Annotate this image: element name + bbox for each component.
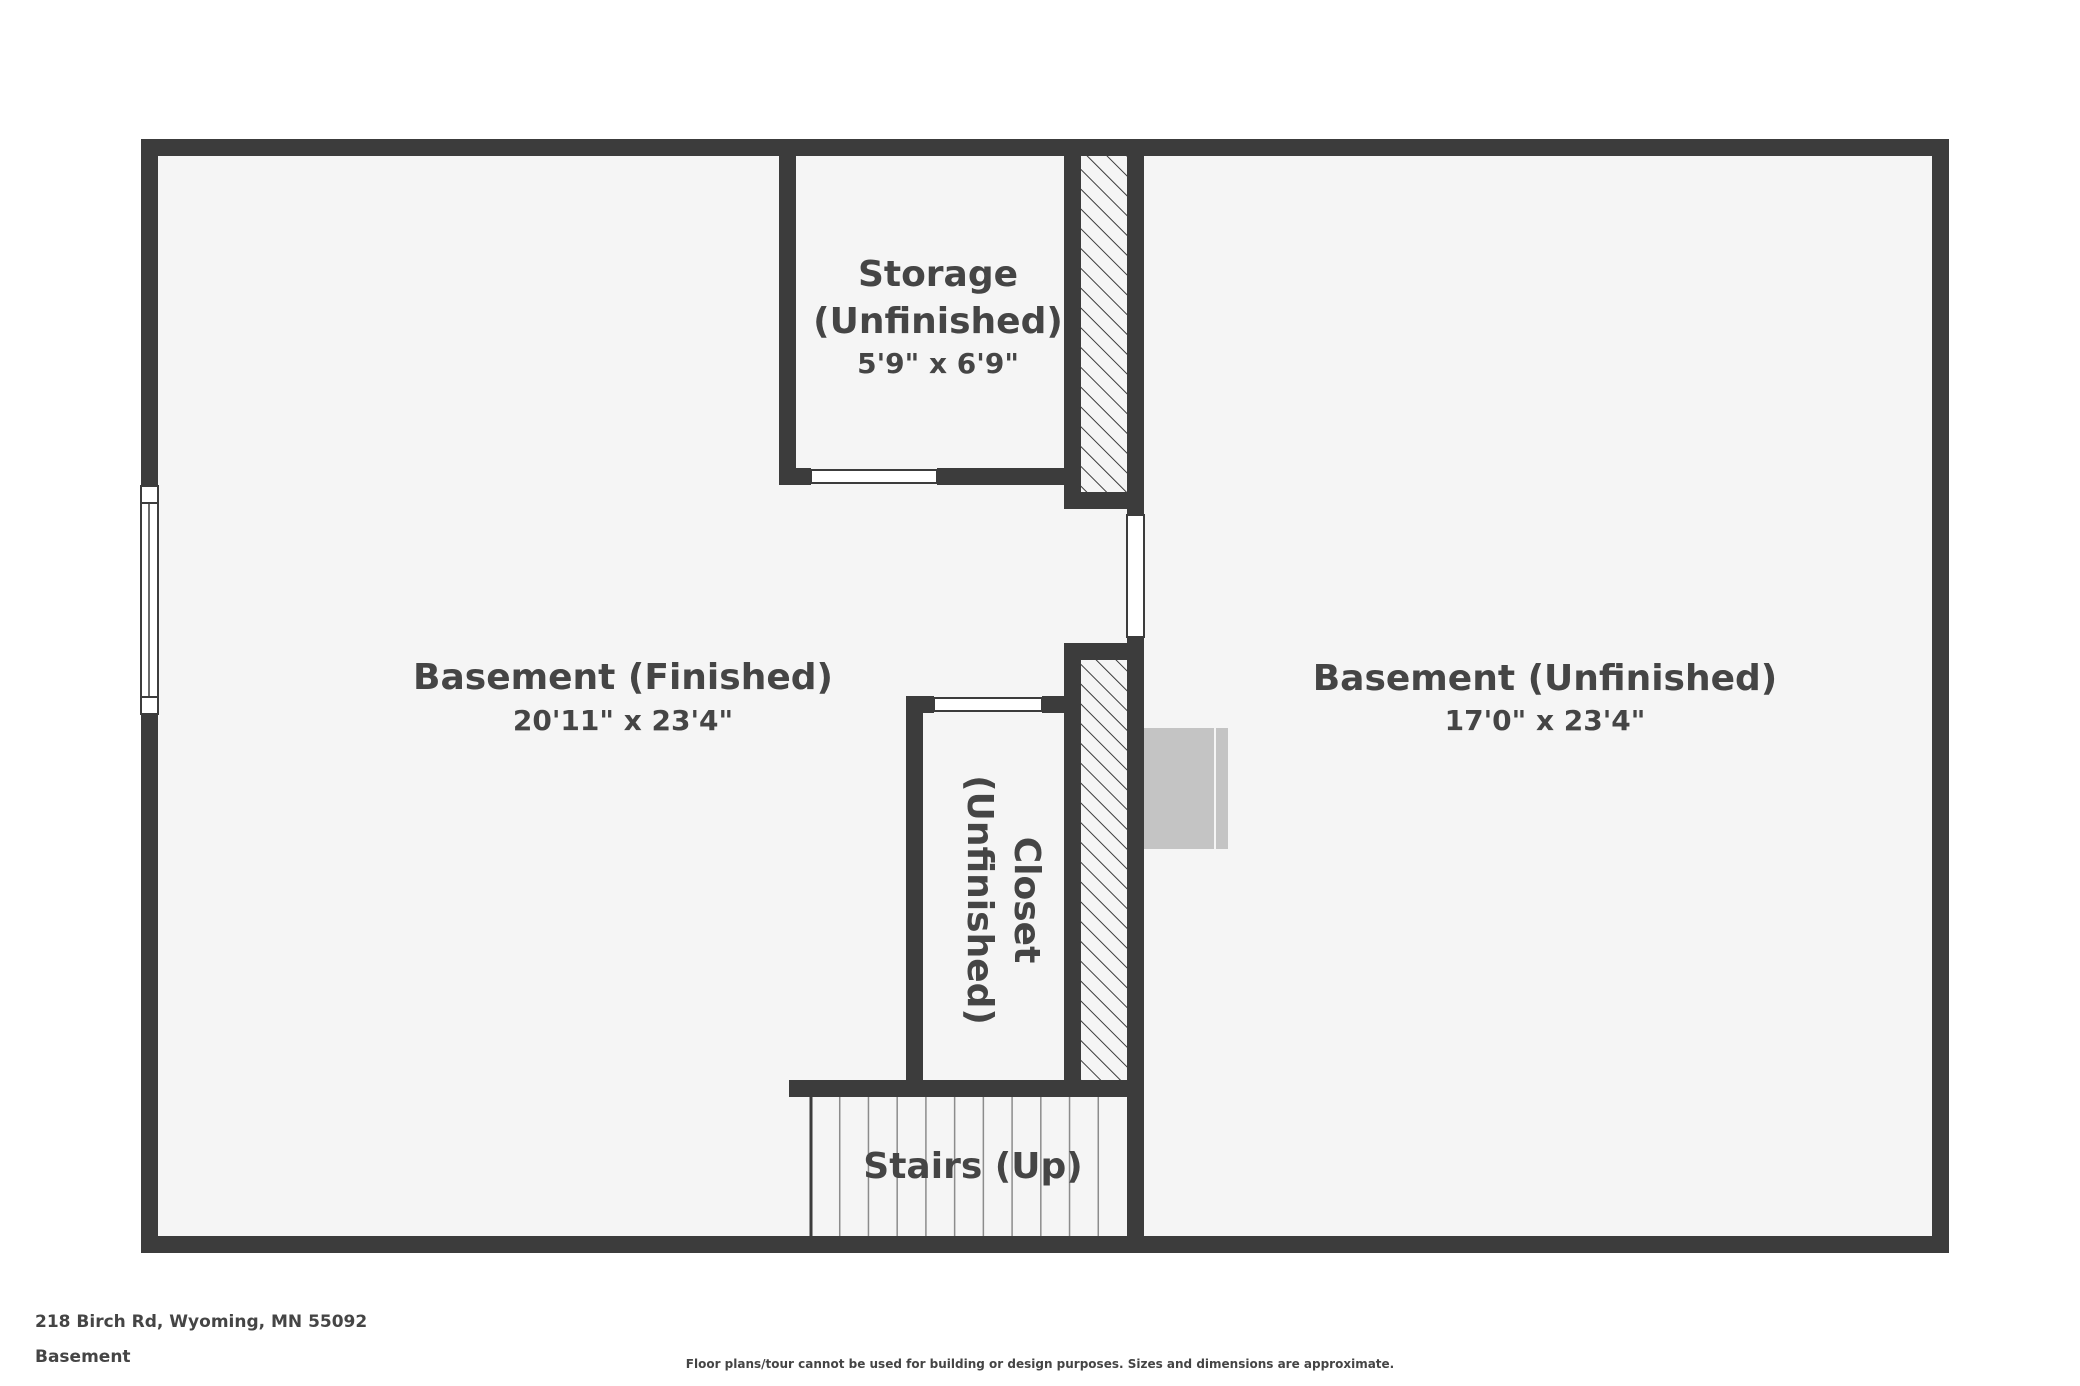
room-dims-storage: 5'9" x 6'9"	[857, 347, 1019, 380]
room-name-closet-line2: (Unfinished)	[959, 775, 1000, 1025]
wall-chase-lower-top	[1064, 643, 1144, 660]
wall-storage-left	[779, 139, 796, 485]
window-left	[140, 485, 159, 715]
room-name-closet-line1: Closet	[1006, 837, 1047, 964]
wall-chase-upper-left	[1064, 139, 1081, 509]
appliance	[1144, 728, 1228, 849]
floor-label: Basement	[35, 1347, 131, 1367]
wall-stairs-top	[789, 1080, 1144, 1097]
room-name-basement-finished: Basement (Finished)	[413, 657, 833, 698]
address-text: 218 Birch Rd, Wyoming, MN 55092	[35, 1312, 368, 1332]
wall-center-upper	[1127, 139, 1144, 515]
wall-closet-top-b	[1042, 696, 1081, 713]
room-name-storage-line2: (Unfinished)	[813, 301, 1063, 342]
room-dims-basement-unfinished: 17'0" x 23'4"	[1445, 704, 1646, 737]
stairs	[809, 1097, 1127, 1236]
wall-top	[141, 139, 1949, 156]
wall-chase-upper-bottom	[1064, 492, 1144, 509]
room-name-basement-unfinished: Basement (Unfinished)	[1313, 658, 1778, 699]
door-storage	[810, 469, 938, 484]
room-name-storage-line1: Storage	[858, 254, 1018, 295]
disclaimer-text: Floor plans/tour cannot be used for buil…	[685, 1357, 1395, 1371]
wall-storage-bottom-b	[937, 468, 1081, 485]
floor-area	[149, 149, 1941, 1242]
wall-right	[1932, 139, 1949, 1253]
wall-chase-lower-left	[1064, 643, 1081, 1080]
wall-closet-left	[906, 696, 923, 1086]
doorway-center	[1126, 514, 1145, 638]
room-name-stairs: Stairs (Up)	[863, 1146, 1082, 1187]
chase-upper-hatch	[1081, 156, 1127, 492]
room-dims-basement-finished: 20'11" x 23'4"	[513, 704, 733, 737]
chase-lower-hatch	[1081, 660, 1127, 1080]
wall-bottom	[141, 1236, 1949, 1253]
wall-storage-bottom-a	[779, 468, 811, 485]
wall-closet-top-a	[906, 696, 934, 713]
wall-center-lower	[1127, 637, 1144, 1253]
closet-label: Closet (Unfinished)	[959, 775, 1047, 1025]
door-closet	[933, 697, 1043, 712]
